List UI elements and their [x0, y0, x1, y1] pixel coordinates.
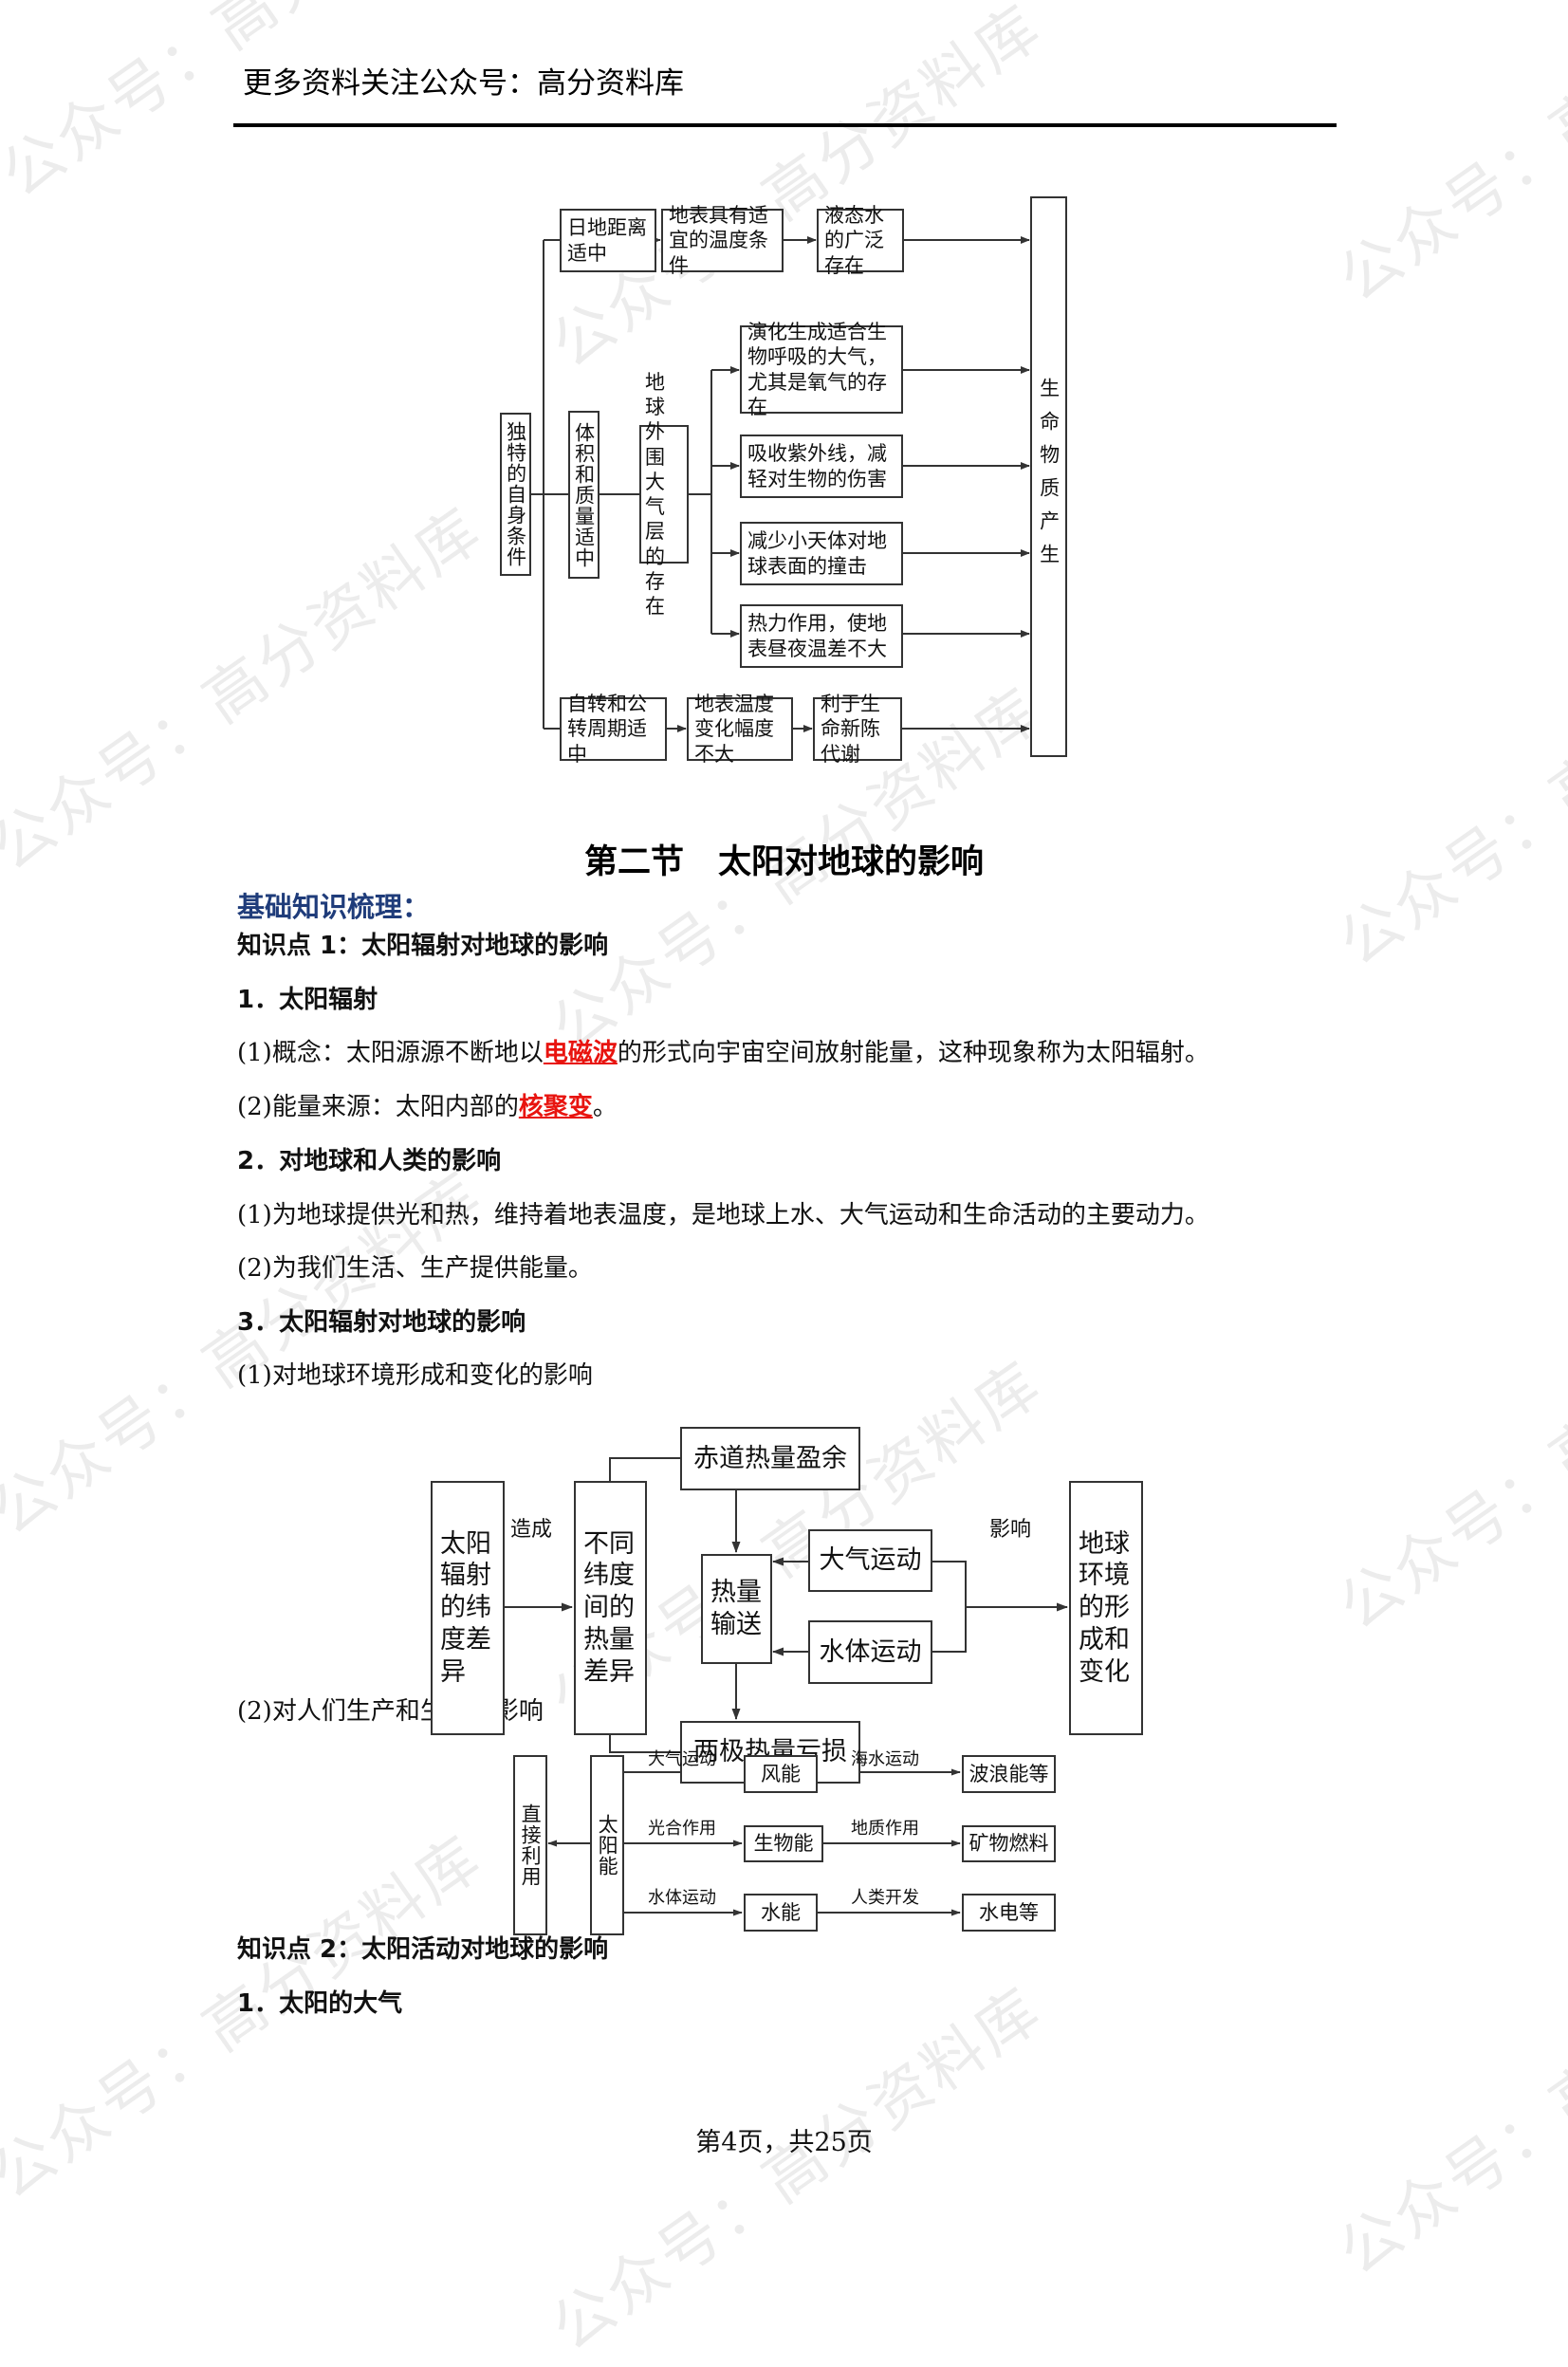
kp1-s1-heading: 1．太阳辐射	[237, 986, 378, 1014]
page-header: 更多资料关注公众号：高分资料库	[243, 66, 684, 101]
diagram2-connectors	[504, 1457, 1068, 1753]
kp1-s2-heading: 2．对地球和人类的影响	[237, 1147, 502, 1175]
label-via2: 海水运动	[851, 1749, 919, 1769]
box-sun-earth-distance: 日地距离适中	[560, 209, 656, 272]
label-affects: 影响	[989, 1518, 1032, 1542]
box-earth-environment: 地球环境的形成和变化	[1069, 1481, 1143, 1735]
box-impact-reduce: 减少小天体对地球表面的撞击	[740, 522, 903, 585]
diagram3-connectors	[547, 1768, 961, 1916]
label-causes: 造成	[510, 1518, 553, 1542]
box-rotation-period: 自转和公转周期适中	[560, 693, 667, 766]
kp2-title: 知识点 2：太阳活动对地球的影响	[237, 1935, 609, 1964]
kp1-s3-p1: (1)对地球环境形成和变化的影响	[237, 1361, 593, 1390]
kp1-s2-p1: (1)为地球提供光和热，维持着地表温度，是地球上水、大气运动和生命活动的主要动力…	[237, 1201, 1209, 1230]
label-via2: 人类开发	[851, 1888, 919, 1908]
label-via: 水体运动	[648, 1888, 716, 1908]
text: 。	[592, 1093, 618, 1121]
box-atmosphere: 地球外围大气层的存在	[639, 371, 689, 618]
section-title: 第二节太阳对地球的影响	[0, 835, 1568, 883]
box-atmospheric-motion: 大气运动	[808, 1529, 932, 1592]
box-hydropower: 水电等	[962, 1894, 1056, 1932]
box-thermal-effect: 热力作用，使地表昼夜温差不大	[740, 604, 903, 668]
box-heat-transport: 热量输送	[701, 1554, 772, 1664]
kp1-s1-p2: (2)能量来源：太阳内部的核聚变。	[237, 1087, 618, 1122]
box-solar-energy: 太阳能	[590, 1755, 624, 1935]
kp1-s3-heading: 3．太阳辐射对地球的影响	[237, 1308, 526, 1337]
section-number: 第二节	[583, 843, 684, 881]
watermark: 公众号：高分资料库	[539, 1974, 1056, 2365]
label-via: 大气运动	[648, 1749, 716, 1769]
kp1-s2-p2: (2)为我们生活、生产提供能量。	[237, 1254, 593, 1283]
kp1-s1-p1: (1)概念：太阳源源不断地以电磁波的形式向宇宙空间放射能量，这种现象称为太阳辐射…	[237, 1033, 1209, 1068]
box-volume-mass: 体积和质量适中	[568, 411, 600, 579]
box-latitude-difference: 太阳辐射的纬度差异	[431, 1481, 505, 1735]
box-direct-use: 直接利用	[513, 1755, 547, 1935]
section-name: 太阳对地球的影响	[718, 843, 985, 881]
box-unique-conditions: 独特的自身条件	[500, 413, 531, 576]
diagram1-connectors	[530, 236, 1030, 732]
box-equator-surplus: 赤道热量盈余	[680, 1427, 860, 1490]
text: (2)能量来源：太阳内部的	[237, 1093, 519, 1121]
box-hydro-energy: 水能	[744, 1894, 818, 1932]
box-oxygen: 演化生成适合生物呼吸的大气，尤其是氧气的存在	[740, 321, 903, 418]
box-uv-absorb: 吸收紫外线，减轻对生物的伤害	[740, 435, 903, 498]
page-footer: 第4页，共25页	[695, 2128, 873, 2157]
box-suitable-temperature: 地表具有适宜的温度条件	[661, 204, 784, 277]
box-bio-energy: 生物能	[744, 1825, 823, 1862]
label-via: 光合作用	[648, 1819, 716, 1839]
box-water-motion: 水体运动	[808, 1620, 932, 1684]
box-wind-energy: 风能	[744, 1755, 818, 1793]
header-divider	[233, 123, 1337, 127]
box-wave-energy: 波浪能等	[962, 1755, 1056, 1793]
heading-basics: 基础知识梳理：	[237, 891, 431, 923]
text: 的形式向宇宙空间放射能量，这种现象称为太阳辐射。	[617, 1039, 1209, 1067]
highlight-nuclear-fusion: 核聚变	[518, 1093, 593, 1121]
box-heat-difference: 不同纬度间的热量差异	[574, 1481, 647, 1735]
box-fossil-fuel: 矿物燃料	[962, 1825, 1056, 1862]
box-temp-variation: 地表温度变化幅度不大	[687, 693, 793, 766]
box-liquid-water: 液态水的广泛存在	[817, 204, 904, 277]
highlight-electromagnetic-wave: 电磁波	[543, 1039, 618, 1067]
box-life-origin: 生命物质产生	[1030, 196, 1067, 757]
box-metabolism: 利于生命新陈代谢	[813, 693, 902, 766]
kp1-title: 知识点 1：太阳辐射对地球的影响	[237, 932, 609, 960]
label-via2: 地质作用	[851, 1819, 919, 1839]
text: (1)概念：太阳源源不断地以	[237, 1039, 544, 1067]
kp2-s1-heading: 1．太阳的大气	[237, 1989, 403, 2018]
